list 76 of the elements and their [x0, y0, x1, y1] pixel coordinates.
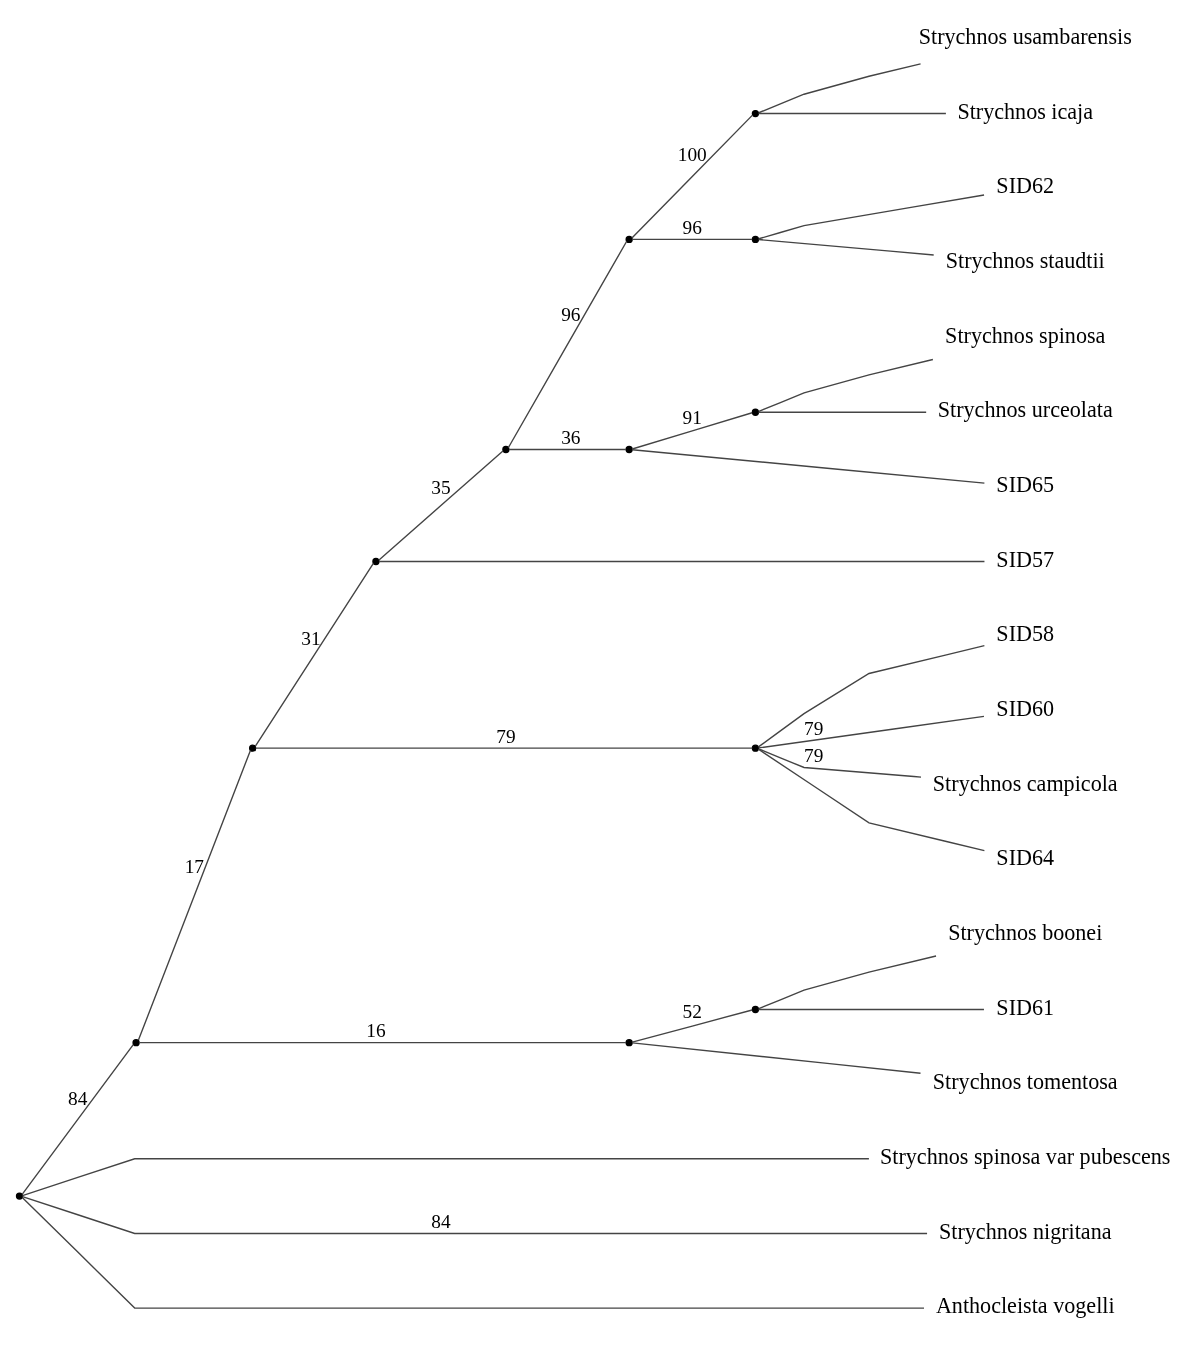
edge-label: 31	[300, 627, 321, 649]
connector	[137, 749, 251, 1041]
connector	[757, 748, 922, 778]
node-point	[625, 235, 633, 244]
connector	[254, 562, 374, 747]
connector	[630, 114, 753, 239]
edge-label: 84	[430, 1211, 451, 1233]
connector	[507, 448, 627, 451]
node-text: Strychnos boonei	[947, 920, 1102, 946]
connector	[21, 1197, 925, 1309]
node-text: Anthocleista vogelli	[935, 1293, 1115, 1319]
connector	[757, 112, 947, 115]
connector	[21, 1158, 870, 1197]
connector	[631, 1009, 753, 1043]
node-point	[751, 408, 759, 416]
edge-label: 100	[677, 143, 707, 165]
connector	[254, 747, 753, 749]
connector	[757, 358, 934, 413]
connector	[757, 194, 985, 240]
connector	[757, 1008, 985, 1011]
edge-label: 84	[67, 1088, 87, 1110]
node-text: Strychnos usambarensis	[918, 24, 1132, 50]
node-text: SID62	[995, 173, 1054, 199]
edge-label: 79	[803, 717, 823, 739]
connector	[377, 560, 985, 563]
node-text: SID65	[995, 472, 1054, 498]
edge-label: 52	[682, 1001, 702, 1023]
node-point	[15, 1192, 23, 1200]
connector	[631, 412, 753, 450]
connector	[757, 645, 985, 748]
edge-label: 96	[682, 217, 702, 239]
connector	[757, 748, 985, 852]
edge-label: 91	[682, 406, 702, 428]
node-text: Strychnos staudtii	[945, 248, 1105, 274]
node-point	[371, 557, 380, 566]
node-point	[751, 744, 759, 752]
connector	[757, 715, 985, 749]
node-text: Strychnos tomentosa	[932, 1069, 1118, 1095]
connector	[507, 240, 627, 449]
edge-label: 79	[495, 725, 516, 747]
node-point	[248, 744, 256, 752]
connector	[631, 238, 753, 241]
node-point	[625, 445, 633, 454]
node-text: Strychnos spinosa	[944, 322, 1105, 348]
node-text: SID60	[995, 696, 1054, 722]
edge-label: 16	[365, 1020, 386, 1042]
connector	[631, 1042, 921, 1074]
node-text: SID64	[995, 845, 1054, 871]
connector	[21, 1195, 928, 1235]
node-text: SID58	[995, 621, 1054, 647]
connector	[21, 1043, 134, 1196]
node-text: Strychnos urceolata	[937, 397, 1113, 423]
node-point	[625, 1038, 633, 1047]
connector	[137, 1041, 627, 1044]
node-point	[751, 235, 759, 244]
edge-label: 35	[430, 477, 451, 499]
node-text: Strychnos spinosa var pubescens	[879, 1144, 1170, 1170]
edge-label: 36	[560, 427, 581, 449]
edge-label: 79	[803, 745, 823, 767]
connector	[631, 449, 985, 484]
node-point	[501, 445, 510, 454]
node-point	[131, 1038, 140, 1047]
node-point	[751, 1005, 759, 1014]
edge-label: 96	[560, 304, 581, 326]
connector	[377, 450, 504, 561]
connector	[757, 955, 937, 1010]
node-text: SID61	[995, 994, 1054, 1020]
connector	[757, 63, 921, 114]
node-text: Strychnos campicola	[932, 770, 1118, 796]
node-text: Strychnos icaja	[956, 98, 1093, 124]
node-point	[751, 109, 759, 118]
connector	[757, 238, 934, 256]
node-text: SID57	[995, 546, 1054, 572]
node-text: Strychnos nigritana	[938, 1218, 1112, 1244]
edge-label: 17	[184, 855, 204, 877]
connector	[757, 411, 927, 413]
